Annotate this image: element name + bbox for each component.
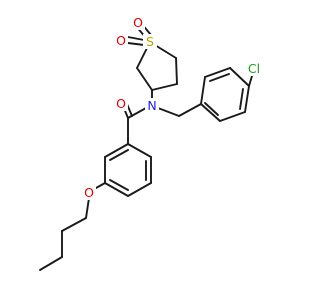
bond <box>200 76 206 105</box>
bond <box>248 75 253 87</box>
bond <box>109 149 129 161</box>
atom-chlorine: Cl <box>245 61 263 76</box>
bond-layer <box>39 22 253 271</box>
bond <box>204 102 219 116</box>
sulfur-label: S <box>146 34 154 49</box>
bond <box>127 107 147 119</box>
bond <box>85 197 90 219</box>
oxygen-label: O <box>133 15 143 30</box>
bond <box>175 57 178 85</box>
oxygen-label: O <box>116 33 126 48</box>
bond <box>104 182 129 197</box>
atom-sulfonyl-oxygen-top: O <box>131 15 145 30</box>
atom-sulfonyl-oxygen-left: O <box>114 33 128 48</box>
bond <box>209 73 230 82</box>
bond <box>109 179 129 191</box>
chlorine-label: Cl <box>248 61 260 76</box>
bond <box>219 111 246 122</box>
bond <box>95 182 106 189</box>
bond <box>239 88 244 110</box>
oxygen-label: O <box>84 185 94 200</box>
molecule-structure: S O O N O O Cl <box>39 15 263 271</box>
nitrogen-label: N <box>147 98 156 113</box>
bond <box>157 107 180 117</box>
bond <box>127 143 152 158</box>
bond <box>104 143 129 158</box>
bond <box>204 67 231 78</box>
atom-carbonyl-oxygen: O <box>114 96 128 111</box>
bond <box>127 36 145 41</box>
bond <box>229 67 250 87</box>
atom-ether-oxygen: O <box>82 185 96 200</box>
atom-sulfur: S <box>143 34 157 49</box>
bond <box>127 42 145 46</box>
atom-label-layer: S O O N O O Cl <box>82 15 263 200</box>
oxygen-label: O <box>116 96 126 111</box>
bond <box>127 182 152 197</box>
bond <box>244 85 250 113</box>
atom-nitrogen: N <box>145 98 159 113</box>
bond <box>178 103 202 117</box>
structure-canvas: S O O N O O Cl <box>39 15 263 271</box>
bond <box>200 103 221 122</box>
bond <box>136 67 153 91</box>
bond <box>39 256 63 271</box>
bond <box>151 83 178 91</box>
bond <box>61 217 87 232</box>
